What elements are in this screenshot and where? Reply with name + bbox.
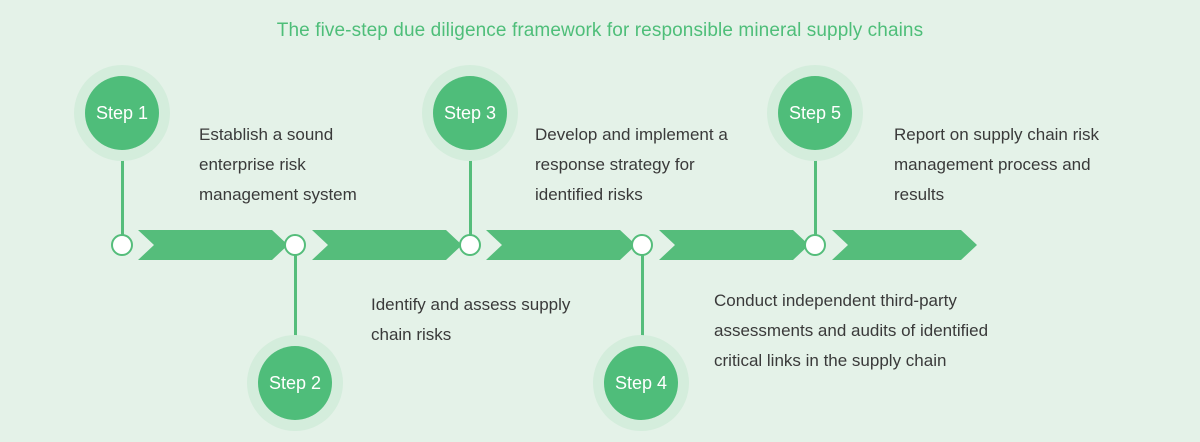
step-circle-3[interactable]: Step 3	[422, 65, 518, 161]
step-description-2: Identify and assess supply chain risks	[371, 295, 571, 344]
timeline-marker-3[interactable]	[459, 234, 481, 256]
step-description-4: Conduct independent third-party assessme…	[714, 291, 989, 370]
connector-stem-5	[814, 150, 817, 246]
page-title: The five-step due diligence framework fo…	[276, 20, 924, 41]
timeline-marker-1[interactable]	[111, 234, 133, 256]
step-label-5: Step 5	[778, 76, 852, 150]
step-label-2: Step 2	[258, 346, 332, 420]
step-circle-2[interactable]: Step 2	[247, 335, 343, 431]
timeline-chevron-5	[832, 230, 977, 260]
step-description-3: Develop and implement a response strateg…	[535, 125, 728, 204]
step-circle-1[interactable]: Step 1	[74, 65, 170, 161]
step-label-4: Step 4	[604, 346, 678, 420]
timeline-marker-2[interactable]	[284, 234, 306, 256]
timeline-chevron-3	[486, 230, 636, 260]
connector-stem-3	[469, 150, 472, 246]
timeline-marker-4[interactable]	[631, 234, 653, 256]
step-description-1: Establish a sound enterprise risk manage…	[199, 125, 357, 204]
connector-stem-2	[294, 245, 297, 341]
step-circle-4[interactable]: Step 4	[593, 335, 689, 431]
connector-stem-1	[121, 150, 124, 246]
timeline-chevron-1	[138, 230, 288, 260]
step-description-5: Report on supply chain risk management p…	[894, 125, 1100, 204]
step-label-1: Step 1	[85, 76, 159, 150]
connector-stem-4	[641, 245, 644, 341]
timeline-chevron-2	[312, 230, 462, 260]
timeline-marker-5[interactable]	[804, 234, 826, 256]
step-label-3: Step 3	[433, 76, 507, 150]
timeline-chevron-4	[659, 230, 809, 260]
step-circle-5[interactable]: Step 5	[767, 65, 863, 161]
